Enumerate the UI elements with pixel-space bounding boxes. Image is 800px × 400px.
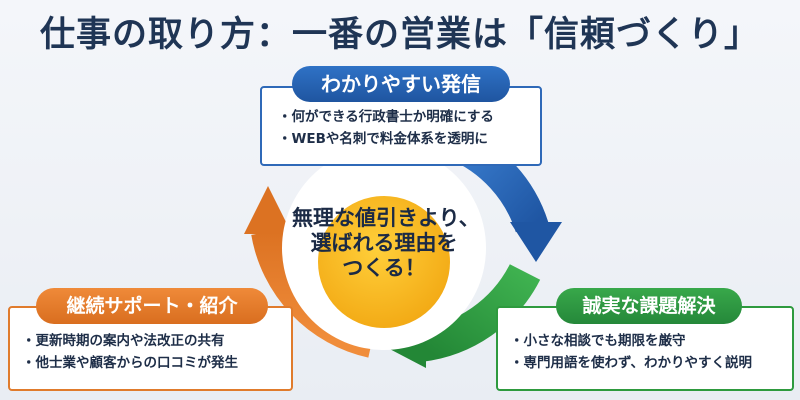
center-message: 無理な値引きより、 選ばれる理由を つくる！	[292, 206, 480, 281]
bullet-item: ・何ができる行政書士か明確にする	[278, 109, 494, 125]
bullet-item: ・小さな相談でも期限を厳守	[510, 333, 686, 349]
stage-heading-communication: わかりやすい発信	[292, 66, 510, 102]
stage-heading-support: 継続サポート・紹介	[36, 288, 268, 324]
center-line-2: 選ばれる理由を	[310, 231, 458, 255]
page-title: 仕事の取り方：一番の営業は「信頼づくり」	[39, 15, 760, 55]
stage-bullets-solution: ・小さな相談でも期限を厳守 ・専門用語を使わず、わかりやすく説明	[510, 330, 792, 374]
bullet-item: ・他士業や顧客からの口コミが発生	[22, 355, 238, 371]
stage-heading-solution: 誠実な課題解決	[556, 288, 742, 324]
center-line-1: 無理な値引きより、	[292, 206, 480, 230]
bullet-item: ・更新時期の案内や法改正の共有	[22, 333, 225, 349]
stage-bullets-communication: ・何ができる行政書士か明確にする ・WEBや名刺で料金体系を透明に	[278, 106, 540, 150]
bullet-item: ・専門用語を使わず、わかりやすく説明	[510, 355, 753, 371]
center-sun	[318, 196, 450, 328]
cycle-arrowhead-orange	[244, 186, 292, 234]
bullet-item: ・WEBや名刺で料金体系を透明に	[278, 131, 488, 147]
stage-bullets-support: ・更新時期の案内や法改正の共有 ・他士業や顧客からの口コミが発生	[22, 330, 291, 374]
cycle-arrowhead-blue	[510, 222, 562, 262]
cycle-arrow-green	[417, 263, 541, 362]
center-line-3: つくる！	[342, 256, 426, 280]
